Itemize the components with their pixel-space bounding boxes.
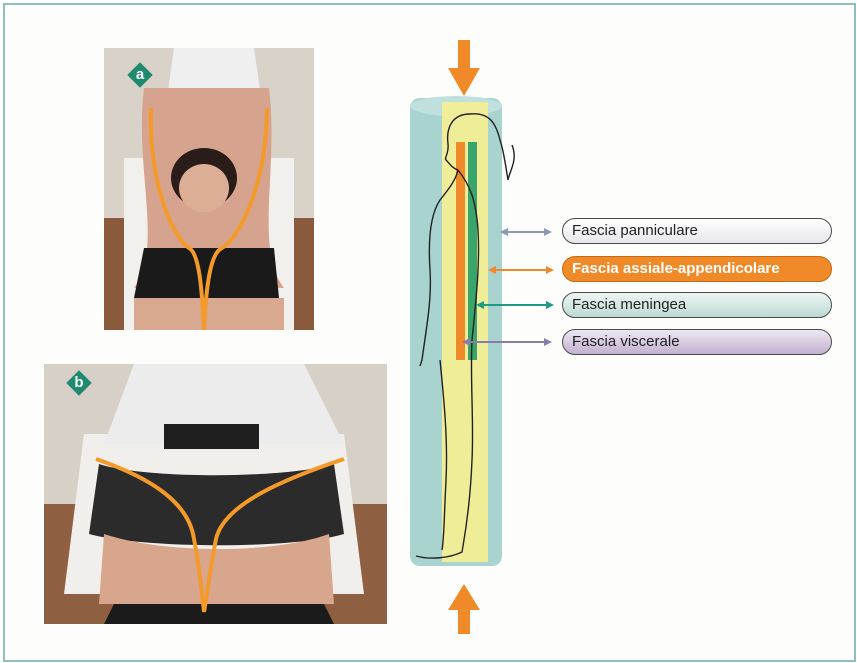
badge-letter-a: a [127,62,153,88]
fascia-cylinder-diagram [400,40,560,645]
compression-arrow-top [448,40,480,96]
label-fascia-meningea: Fascia meningea [562,292,832,318]
label-fascia-viscerale: Fascia viscerale [562,329,832,355]
panel-badge-b: b [66,370,92,396]
badge-letter-b: b [66,370,92,396]
label-fascia-assiale-appendicolare: Fascia assiale-appendicolare [562,256,832,282]
connector-arrow-panniculare [500,228,552,236]
photo-a [104,48,314,330]
label-fascia-panniculare: Fascia panniculare [562,218,832,244]
panel-badge-a: a [127,62,153,88]
compression-arrow-bottom [448,584,480,634]
photo-b [44,364,387,624]
